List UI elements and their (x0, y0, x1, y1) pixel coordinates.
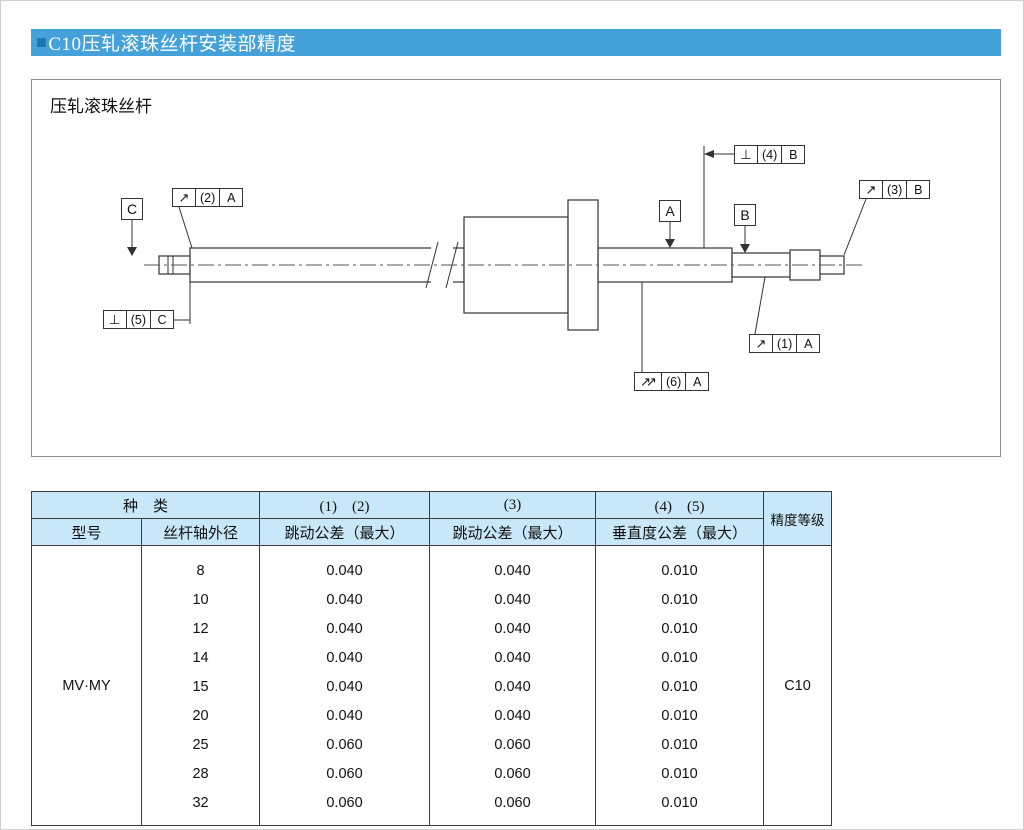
header-perp-max: 垂直度公差（最大） (595, 518, 765, 546)
perp-45-cell: 0.010 (595, 730, 765, 759)
table-row: 12 0.040 0.040 0.010 (32, 614, 832, 643)
fcf-datum: A (219, 189, 242, 206)
fcf-ref: (4) (757, 146, 781, 163)
diameter-cell: 20 (140, 701, 261, 730)
section-title: C10压轧滚珠丝杆安装部精度 (48, 34, 297, 55)
runout-12-cell: 0.060 (259, 788, 431, 826)
runout-3-cell: 0.040 (429, 585, 597, 614)
section-title-bar: ■ C10压轧滚珠丝杆安装部精度 (31, 29, 1001, 56)
total-runout-icon: ↗↗ (640, 373, 657, 389)
perp-45-cell: 0.010 (595, 759, 765, 788)
table-row: MV·MY 8 0.040 0.040 0.010 C10 (31, 545, 833, 826)
perp-45-cell: 0.010 (595, 672, 765, 701)
table-row: 14 0.040 0.040 0.010 (32, 643, 832, 672)
tolerance-table: 种 类 (1) (2) (3) (4) (5) 精度等级 型号 丝杆轴外径 跳动… (30, 491, 833, 826)
circular-runout-icon: ↗ (755, 335, 767, 351)
fcf-ref: (6) (661, 373, 685, 390)
perp-45-cell: 0.010 (595, 788, 765, 826)
diameter-cell: 25 (140, 730, 261, 759)
diameter-cell: 10 (140, 585, 261, 614)
header-runout-max-1: 跳动公差（最大） (259, 518, 431, 546)
circular-runout-icon: ↗ (865, 181, 877, 197)
datum-label-B: B (734, 204, 756, 226)
perp-45-cell: 0.010 (595, 614, 765, 643)
perp-45-cell: 0.010 (595, 545, 765, 585)
leader-lines (174, 153, 867, 372)
fcf-datum: A (796, 335, 819, 352)
model-cell: MV·MY (31, 545, 142, 826)
diameter-cell: 12 (140, 614, 261, 643)
runout-12-cell: 0.040 (259, 614, 431, 643)
header-runout-max-2: 跳动公差（最大） (429, 518, 597, 546)
fcf-datum: B (906, 181, 929, 198)
perp-45-cell: 0.010 (595, 643, 765, 672)
runout-12-cell: 0.060 (259, 730, 431, 759)
table-row: 28 0.060 0.060 0.010 (32, 759, 832, 788)
runout-12-cell: 0.060 (259, 759, 431, 788)
fcf-circular-runout-2: ↗ (2) A (172, 188, 244, 207)
fcf-ref: (1) (772, 335, 796, 352)
arrowhead (704, 150, 714, 158)
fcf-datum: A (685, 373, 708, 390)
perp-45-cell: 0.010 (595, 585, 765, 614)
header-model: 型号 (31, 518, 142, 546)
runout-3-cell: 0.040 (429, 672, 597, 701)
runout-12-cell: 0.040 (259, 585, 431, 614)
runout-3-cell: 0.040 (429, 643, 597, 672)
perp-45-cell: 0.010 (595, 701, 765, 730)
datum-label-C: C (121, 198, 143, 220)
runout-12-cell: 0.040 (259, 545, 431, 585)
runout-12-cell: 0.040 (259, 672, 431, 701)
fcf-circular-runout-1: ↗ (1) A (749, 334, 821, 353)
fcf-ref: (2) (195, 189, 219, 206)
diagram-panel: 压轧滚珠丝杆 (31, 79, 1001, 457)
fcf-datum: B (781, 146, 804, 163)
fcf-perpendicularity-5: ⊥ (5) C (102, 310, 174, 329)
header-grade: 精度等级 (763, 491, 833, 546)
runout-3-cell: 0.040 (429, 701, 597, 730)
ballscrew-drawing (127, 146, 867, 372)
perpendicularity-icon: ⊥ (109, 311, 121, 327)
circular-runout-icon: ↗ (178, 189, 190, 205)
perpendicularity-icon: ⊥ (740, 146, 752, 162)
fcf-total-runout-6: ↗↗ (6) A (634, 372, 710, 391)
table-row: 15 0.040 0.040 0.010 (32, 672, 832, 701)
table-row: 32 0.060 0.060 0.010 (32, 788, 832, 826)
header-diameter: 丝杆轴外径 (140, 518, 261, 546)
table-row: 25 0.060 0.060 0.010 (32, 730, 832, 759)
tolerance-table-wrap: 种 类 (1) (2) (3) (4) (5) 精度等级 型号 丝杆轴外径 跳动… (30, 491, 833, 826)
diameter-cell: 14 (140, 643, 261, 672)
extension-lines (189, 146, 705, 324)
datum-leaders (131, 220, 746, 247)
fcf-perpendicularity-4: ⊥ (4) B (734, 145, 806, 164)
runout-3-cell: 0.040 (429, 614, 597, 643)
runout-12-cell: 0.040 (259, 643, 431, 672)
runout-3-cell: 0.060 (429, 759, 597, 788)
fcf-datum: C (150, 311, 173, 328)
section-marker-icon: ■ (36, 32, 48, 52)
fcf-ref: (5) (125, 311, 150, 328)
fcf-ref: (3) (882, 181, 906, 198)
runout-12-cell: 0.040 (259, 701, 431, 730)
header-col-4-5: (4) (5) (595, 491, 765, 519)
runout-3-cell: 0.040 (429, 545, 597, 585)
table-row: 10 0.040 0.040 0.010 (32, 585, 832, 614)
runout-3-cell: 0.060 (429, 730, 597, 759)
diagram-caption: 压轧滚珠丝杆 (50, 97, 152, 116)
header-col-3: (3) (429, 491, 597, 519)
runout-3-cell: 0.060 (429, 788, 597, 826)
fcf-circular-runout-3: ↗ (3) B (859, 180, 931, 199)
datum-label-A: A (659, 200, 681, 222)
diameter-cell: 28 (140, 759, 261, 788)
diameter-cell: 32 (140, 788, 261, 826)
datum-triangles (127, 239, 750, 256)
diameter-cell: 8 (140, 545, 261, 585)
table-row: 20 0.040 0.040 0.010 (32, 701, 832, 730)
header-kind: 种 类 (30, 491, 261, 519)
grade-cell: C10 (763, 545, 833, 826)
header-col-1-2: (1) (2) (259, 491, 431, 519)
diameter-cell: 15 (140, 672, 261, 701)
